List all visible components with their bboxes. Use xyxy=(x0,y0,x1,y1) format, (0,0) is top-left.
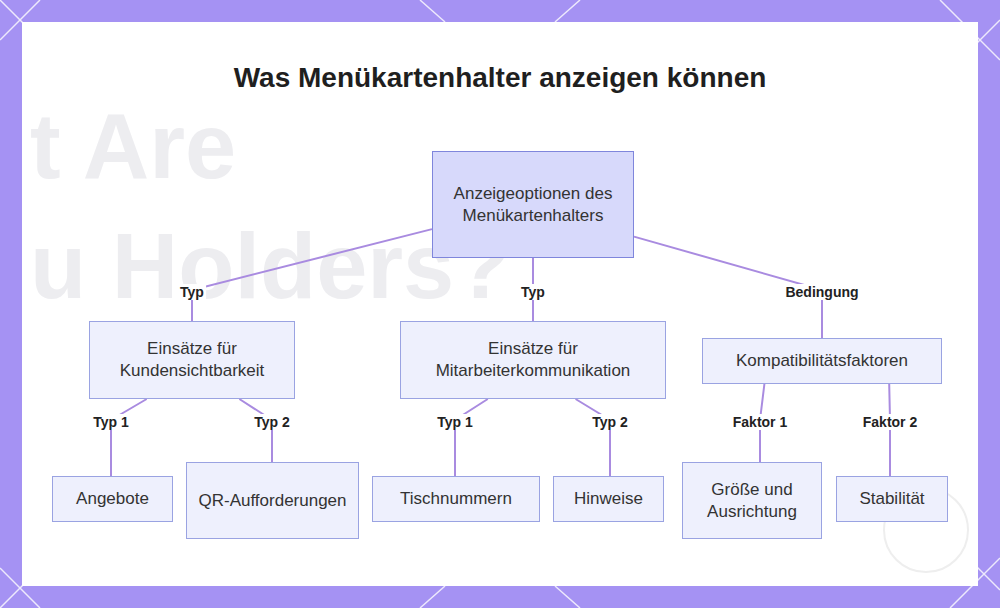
node-text: Einsätze für Mitarbeiterkommunikation xyxy=(407,338,659,382)
tree-connector xyxy=(576,399,610,476)
diagram-title: Was Menükartenhalter anzeigen können xyxy=(0,62,1000,94)
edge-label: Faktor 2 xyxy=(861,414,919,430)
tree-connector xyxy=(888,384,891,476)
tree-connector xyxy=(239,399,272,462)
edge-label: Faktor 1 xyxy=(731,414,789,430)
category-box: Einsätze für Mitarbeiterkommunikation xyxy=(400,321,666,399)
tree-connector xyxy=(455,399,488,476)
tree-connector xyxy=(192,229,432,321)
edge-label: Typ 1 xyxy=(435,414,475,430)
node-text: Größe und Ausrichtung xyxy=(689,479,815,523)
edge-label: Typ 2 xyxy=(590,414,630,430)
edge-label: Typ 1 xyxy=(91,414,131,430)
node-text: QR-Aufforderungen xyxy=(198,490,346,512)
root-box: Anzeigeoptionen des Menükartenhalters xyxy=(432,151,634,258)
category-box: Einsätze für Kundensichtbarkeit xyxy=(89,321,295,399)
node-text: Stabilität xyxy=(859,488,924,510)
category-box: Tischnummern xyxy=(372,476,540,522)
watermark-text: t Are xyxy=(30,100,236,192)
node-text: Hinweise xyxy=(574,488,643,510)
edge-label: Typ 2 xyxy=(252,414,292,430)
edge-label: Typ xyxy=(519,284,547,300)
category-box: Angebote xyxy=(52,476,173,522)
node-text: Tischnummern xyxy=(400,488,512,510)
category-box: Kompatibilitätsfaktoren xyxy=(702,338,942,384)
tree-connector xyxy=(111,399,147,476)
node-text: Angebote xyxy=(76,488,149,510)
category-box: Größe und Ausrichtung xyxy=(682,462,822,539)
node-text: Einsätze für Kundensichtbarkeit xyxy=(96,338,288,382)
node-text: Anzeigeoptionen des Menükartenhalters xyxy=(439,183,627,227)
category-box: Stabilität xyxy=(836,476,948,522)
category-box: QR-Aufforderungen xyxy=(186,462,359,539)
category-box: Hinweise xyxy=(553,476,664,522)
edge-label: Bedingung xyxy=(783,284,860,300)
edge-label: Typ xyxy=(178,284,206,300)
node-text: Kompatibilitätsfaktoren xyxy=(736,350,908,372)
